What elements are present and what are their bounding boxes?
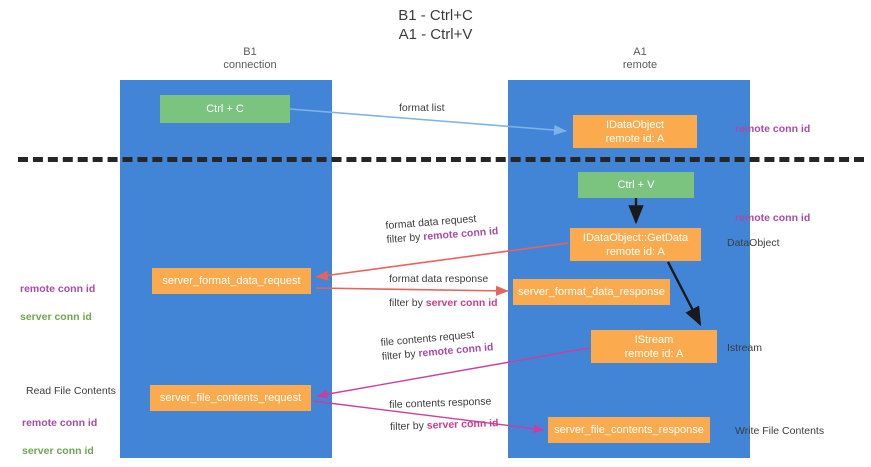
node-idataobject[interactable]: IDataObject remote id: A bbox=[573, 115, 697, 148]
annotation-left-remote-conn-id-2: remote conn id bbox=[22, 417, 98, 429]
node-server-file-contents-response[interactable]: server_file_contents_response bbox=[548, 417, 710, 443]
key-server-conn-id-2: server conn id bbox=[426, 417, 499, 432]
annotation-write-file-contents: Write File Contents bbox=[735, 425, 825, 437]
page-title: B1 - Ctrl+C A1 - Ctrl+V bbox=[398, 7, 473, 43]
column-header-a1: A1 remote bbox=[622, 46, 658, 71]
annotation-read-file-contents: Read File Contents bbox=[26, 385, 116, 397]
annotation-istream: Istream bbox=[727, 342, 763, 354]
annotation-left-remote-conn-id: remote conn id bbox=[20, 283, 96, 295]
annotation-left-server-conn-id: server conn id bbox=[20, 311, 92, 323]
label-format-data-response-filter: filter by server conn id bbox=[389, 297, 498, 309]
label-file-contents-response-filter: filter by server conn id bbox=[389, 417, 499, 433]
annotation-left-conn-ids-top: remote conn id server conn id bbox=[20, 268, 95, 338]
phase-divider bbox=[18, 157, 864, 162]
annotation-left-server-conn-id-2: server conn id bbox=[22, 445, 94, 457]
node-ctrl-c[interactable]: Ctrl + C bbox=[160, 95, 290, 123]
annotation-remote-conn-id-mid: remote conn id bbox=[735, 212, 811, 224]
label-file-contents-response-text: file contents response bbox=[389, 395, 492, 411]
node-ctrl-v[interactable]: Ctrl + V bbox=[578, 172, 694, 198]
key-server-conn-id: server conn id bbox=[425, 297, 498, 309]
node-istream[interactable]: IStream remote id: A bbox=[591, 330, 717, 363]
column-header-b1: B1 connection bbox=[223, 46, 277, 71]
node-server-format-data-response[interactable]: server_format_data_response bbox=[513, 279, 670, 305]
label-format-data-response: format data response filter by server co… bbox=[389, 272, 498, 310]
node-server-file-contents-request[interactable]: server_file_contents_request bbox=[150, 385, 311, 411]
node-server-format-data-request[interactable]: server_format_data_request bbox=[152, 268, 311, 294]
label-file-contents-response: file contents response filter by server … bbox=[389, 394, 499, 434]
annotation-remote-conn-id-top: remote conn id bbox=[735, 123, 811, 135]
label-file-contents-request: file contents request filter by remote c… bbox=[380, 326, 494, 364]
annotation-dataobject: DataObject bbox=[727, 237, 780, 249]
label-format-list: format list bbox=[399, 102, 445, 114]
label-format-data-response-text: format data response bbox=[389, 273, 489, 285]
node-idataobject-getdata[interactable]: IDataObject::GetData remote id: A bbox=[570, 228, 701, 261]
label-format-data-request: format data request filter by remote con… bbox=[385, 210, 499, 247]
annotation-left-conn-ids-bottom: remote conn id server conn id bbox=[22, 402, 97, 467]
